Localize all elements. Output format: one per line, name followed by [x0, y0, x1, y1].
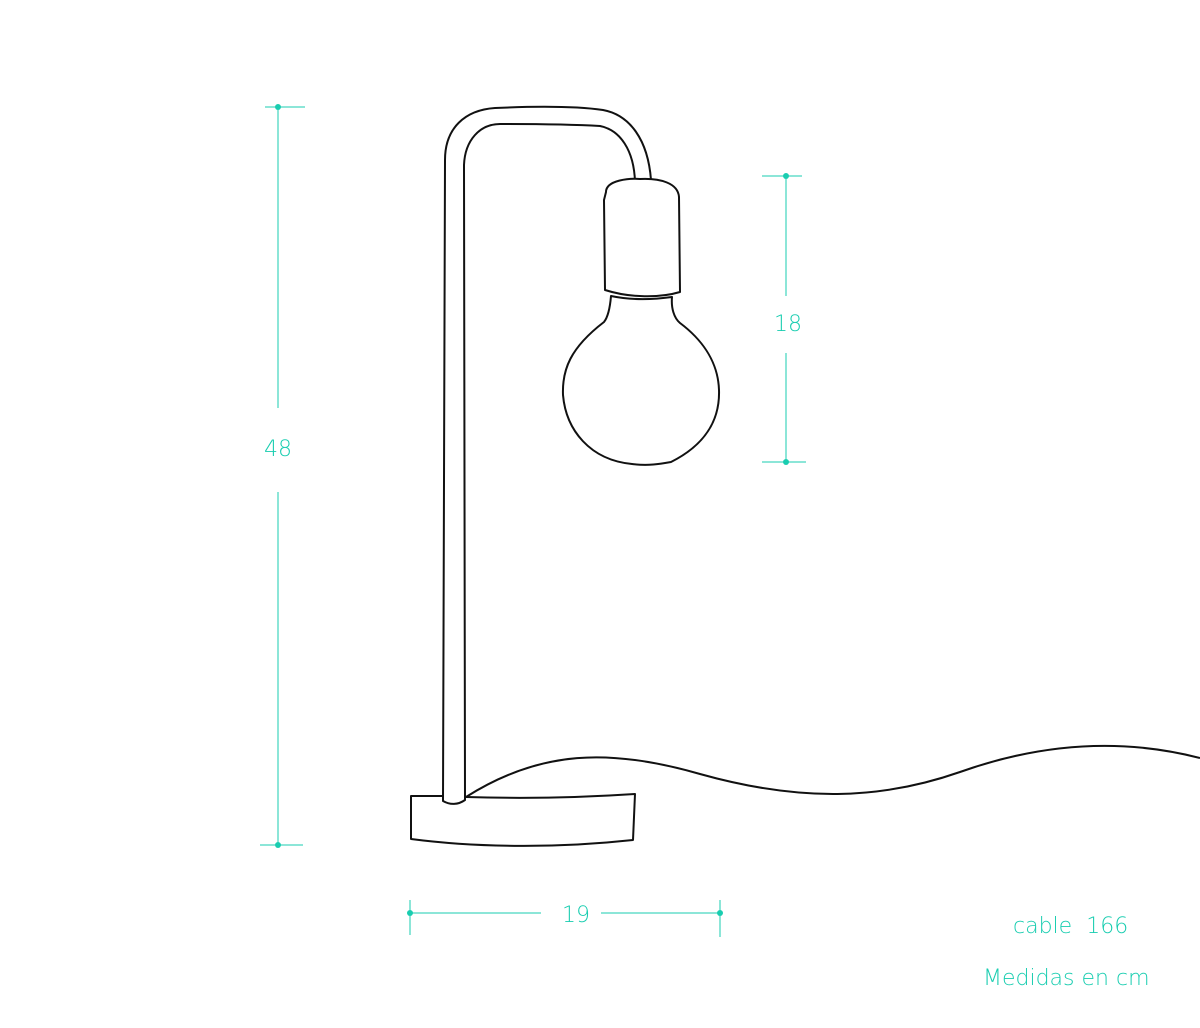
bulb — [561, 295, 721, 466]
cable-length: cable 166 — [1013, 914, 1128, 939]
width-label: 19 — [562, 903, 590, 928]
cable-value: 166 — [1086, 914, 1129, 939]
cable — [465, 744, 1200, 798]
units-note: Medidas en cm — [983, 966, 1150, 991]
bulb-dimension-line — [762, 173, 806, 465]
bulb-socket — [603, 177, 681, 298]
lamp-arm — [442, 105, 652, 805]
lamp-base — [410, 793, 636, 847]
bulb-height-label: 18 — [774, 312, 802, 337]
cable-label: cable — [1013, 914, 1073, 939]
width-dimension-line — [407, 900, 723, 937]
height-label: 48 — [264, 437, 292, 462]
height-dimension-line — [260, 104, 305, 848]
